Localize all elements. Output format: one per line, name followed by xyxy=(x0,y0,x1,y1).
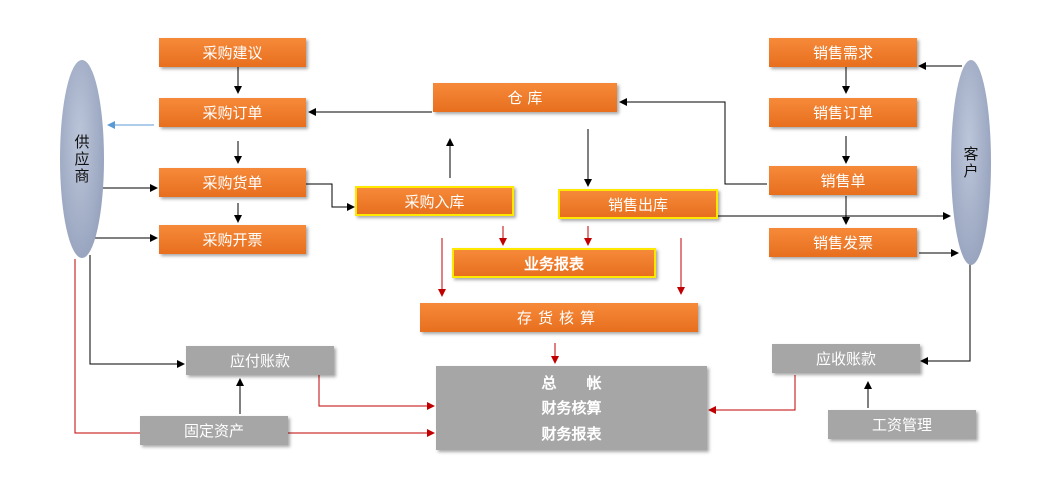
sales-outbound-node: 销售出库 xyxy=(558,189,718,219)
arrow-supplier-to-ledger xyxy=(74,259,435,437)
customer-node: 客户 xyxy=(951,60,991,265)
purchase-suggestion-node: 采购建议 xyxy=(159,38,306,67)
purchase-invoice-node: 采购开票 xyxy=(159,225,306,254)
arrow-customer-to-receivable xyxy=(920,264,971,365)
financial-accounting-label: 财务核算 xyxy=(541,399,602,418)
business-report-node: 业务报表 xyxy=(452,248,656,278)
arrow-salesbill-to-warehouse xyxy=(619,98,767,185)
general-ledger-label: 总 帐 xyxy=(541,374,602,393)
sales-demand-node: 销售需求 xyxy=(769,38,917,67)
arrow-receipt-to-inbound xyxy=(306,183,355,211)
purchase-inbound-node: 采购入库 xyxy=(355,186,514,216)
financial-report-label: 财务报表 xyxy=(541,424,602,443)
inventory-accounting-node: 存货核算 xyxy=(420,303,698,332)
sales-order-node: 销售订单 xyxy=(769,98,917,127)
payroll-node: 工资管理 xyxy=(828,410,976,439)
supplier-label: 供应商 xyxy=(72,133,91,185)
accounts-payable-node: 应付账款 xyxy=(186,346,334,375)
arrow-supplier-to-payable xyxy=(89,255,185,368)
arrow-payable-to-ledger xyxy=(318,375,435,410)
fixed-assets-node: 固定资产 xyxy=(140,416,288,445)
customer-label: 客户 xyxy=(961,145,980,180)
supplier-node: 供应商 xyxy=(60,60,104,258)
warehouse-node: 仓 库 xyxy=(433,83,617,112)
purchase-order-node: 采购订单 xyxy=(159,98,306,127)
ledger-node: 总 帐 财务核算 财务报表 xyxy=(436,366,707,450)
purchase-receipt-node: 采购货单 xyxy=(159,168,306,197)
arrow-receivable-to-ledger xyxy=(708,375,796,414)
sales-bill-node: 销售单 xyxy=(769,166,917,195)
accounts-receivable-node: 应收账款 xyxy=(772,344,920,373)
sales-invoice-node: 销售发票 xyxy=(769,228,917,257)
